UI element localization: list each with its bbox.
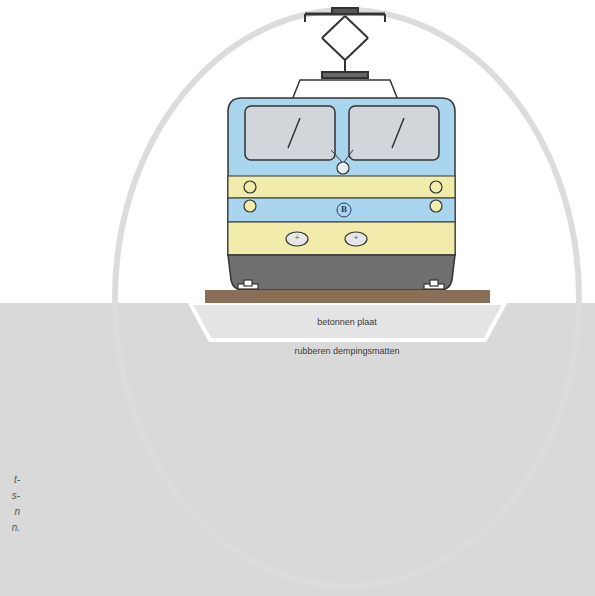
blue-band <box>228 198 455 222</box>
window <box>349 106 439 160</box>
window <box>245 106 335 160</box>
lamp-mark: + <box>295 234 300 243</box>
track-slab <box>205 290 490 303</box>
skirt <box>228 255 455 290</box>
caption-fragment: n <box>14 506 20 517</box>
yellow-band <box>228 222 455 255</box>
yellow-band <box>228 176 455 198</box>
rails <box>238 280 444 289</box>
caption-fragment: t- <box>14 474 20 485</box>
headlight <box>345 232 367 246</box>
concrete-trough <box>190 303 505 340</box>
lamp-mark: + <box>354 234 359 243</box>
locomotive-body <box>228 98 455 255</box>
roof-box <box>292 80 398 100</box>
logo-ring <box>337 203 351 217</box>
mat-label: rubberen dempingsmatten <box>294 347 399 357</box>
headlight <box>286 232 308 246</box>
caption-fragment: s- <box>12 490 20 501</box>
logo-letter: B <box>341 205 347 215</box>
tunnel-ring <box>115 10 579 586</box>
ground <box>0 303 595 596</box>
slab-label: betonnen plaat <box>317 318 377 328</box>
caption-fragment: n. <box>12 522 20 533</box>
pantograph <box>305 8 385 78</box>
